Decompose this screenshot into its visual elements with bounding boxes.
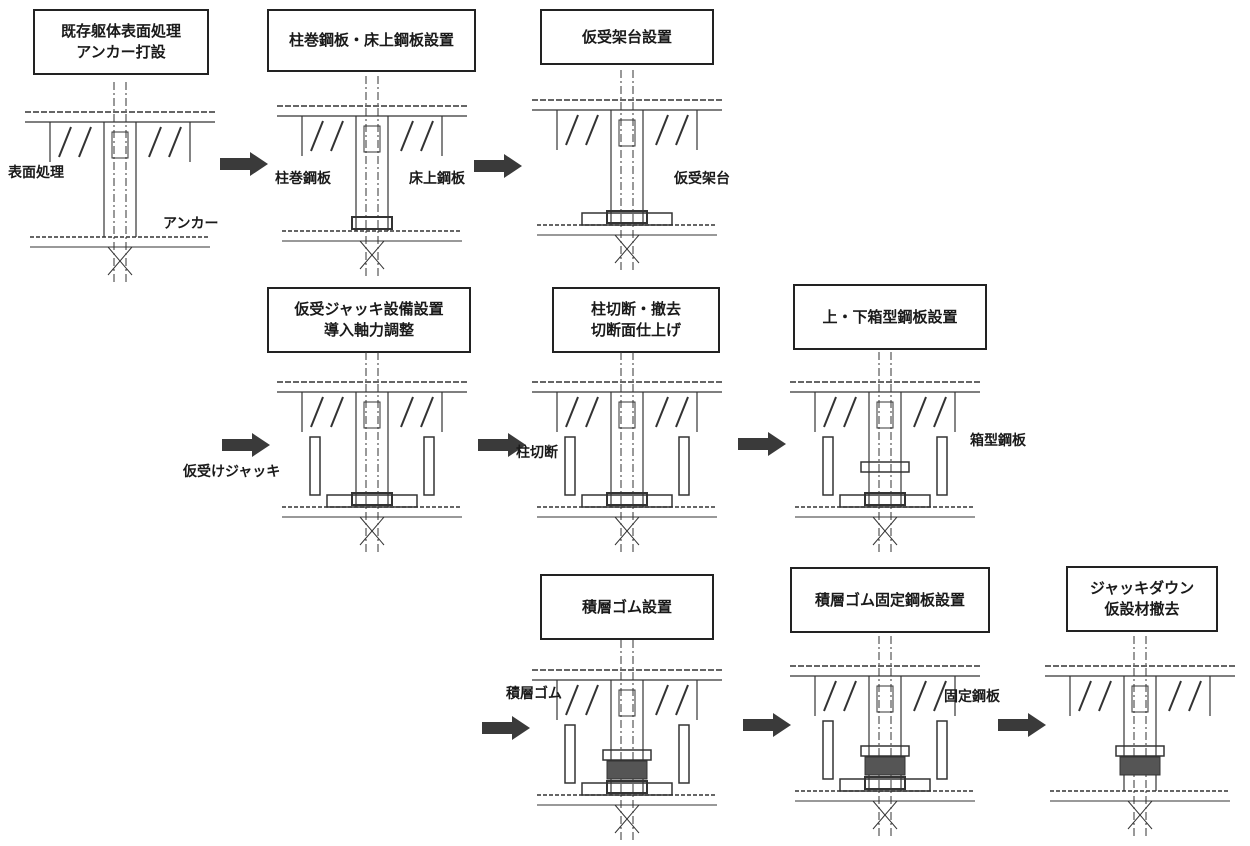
- step-3-hatch-1: [586, 115, 598, 145]
- step-4-jack-left: [310, 437, 320, 495]
- step-4-hatch-1: [331, 397, 343, 427]
- step-7-upper-box-plate: [603, 750, 651, 760]
- step-6-jack-left: [823, 437, 833, 495]
- step-5-hatch-1: [586, 397, 598, 427]
- callout-surface-treatment: 表面処理: [8, 162, 64, 182]
- step-6-hatch-1: [844, 397, 856, 427]
- step-6-upper-box-plate: [861, 462, 909, 472]
- step-8-hatch-2: [914, 681, 926, 711]
- step-4-hatch-2: [401, 397, 413, 427]
- step-2-hatch-1: [331, 121, 343, 151]
- step-9-hatch-3: [1189, 681, 1201, 711]
- step-1-hatch-0: [59, 127, 71, 157]
- step-6-hatch-3: [934, 397, 946, 427]
- step-7-laminated-rubber: [607, 761, 647, 779]
- step-8-jack-right: [937, 721, 947, 779]
- callout-laminated-rubber: 積層ゴム: [506, 683, 562, 703]
- step-5-jack-right: [679, 437, 689, 495]
- step-3-hatch-3: [676, 115, 688, 145]
- callout-floor-plate: 床上鋼板: [409, 168, 465, 188]
- step-7-jack-left: [565, 725, 575, 783]
- step-3-hatch-2: [656, 115, 668, 145]
- step-2-hatch-3: [421, 121, 433, 151]
- step-4-hatch-0: [311, 397, 323, 427]
- step-1-hatch-1: [79, 127, 91, 157]
- step-4-jack-right: [424, 437, 434, 495]
- callout-column-wrap-plate: 柱巻鋼板: [275, 168, 331, 188]
- callout-anchor: アンカー: [163, 213, 218, 233]
- step-9-hatch-2: [1169, 681, 1181, 711]
- step-9-laminated-rubber: [1120, 757, 1160, 775]
- step-5-jack-left: [565, 437, 575, 495]
- step-9-hatch-1: [1099, 681, 1111, 711]
- step-8-laminated-rubber: [865, 757, 905, 775]
- step-5-hatch-0: [566, 397, 578, 427]
- step-7-hatch-1: [586, 685, 598, 715]
- step-2-hatch-0: [311, 121, 323, 151]
- step-2-wrap-plate: [352, 217, 392, 229]
- step-6-hatch-2: [914, 397, 926, 427]
- step-5-hatch-3: [676, 397, 688, 427]
- step-5-hatch-2: [656, 397, 668, 427]
- step-6-jack-right: [937, 437, 947, 495]
- step-2-hatch-2: [401, 121, 413, 151]
- step-9-upper-box-plate: [1116, 746, 1164, 756]
- step-8-hatch-1: [844, 681, 856, 711]
- step-8-jack-left: [823, 721, 833, 779]
- step-7-hatch-0: [566, 685, 578, 715]
- callout-temp-support-frame: 仮受架台: [674, 168, 730, 188]
- step-6-hatch-0: [824, 397, 836, 427]
- callout-temp-jack: 仮受けジャッキ: [183, 461, 280, 481]
- step-3-hatch-0: [566, 115, 578, 145]
- step-8-upper-box-plate: [861, 746, 909, 756]
- step-4-hatch-3: [421, 397, 433, 427]
- step-7-hatch-2: [656, 685, 668, 715]
- step-8-hatch-0: [824, 681, 836, 711]
- step-1-hatch-3: [169, 127, 181, 157]
- step-7-jack-right: [679, 725, 689, 783]
- callout-fixing-plate: 固定鋼板: [944, 686, 1000, 706]
- step-9-hatch-0: [1079, 681, 1091, 711]
- step-1-hatch-2: [149, 127, 161, 157]
- step-7-hatch-3: [676, 685, 688, 715]
- callout-column-cut: 柱切断: [516, 442, 558, 462]
- callout-box-plate: 箱型鋼板: [970, 430, 1026, 450]
